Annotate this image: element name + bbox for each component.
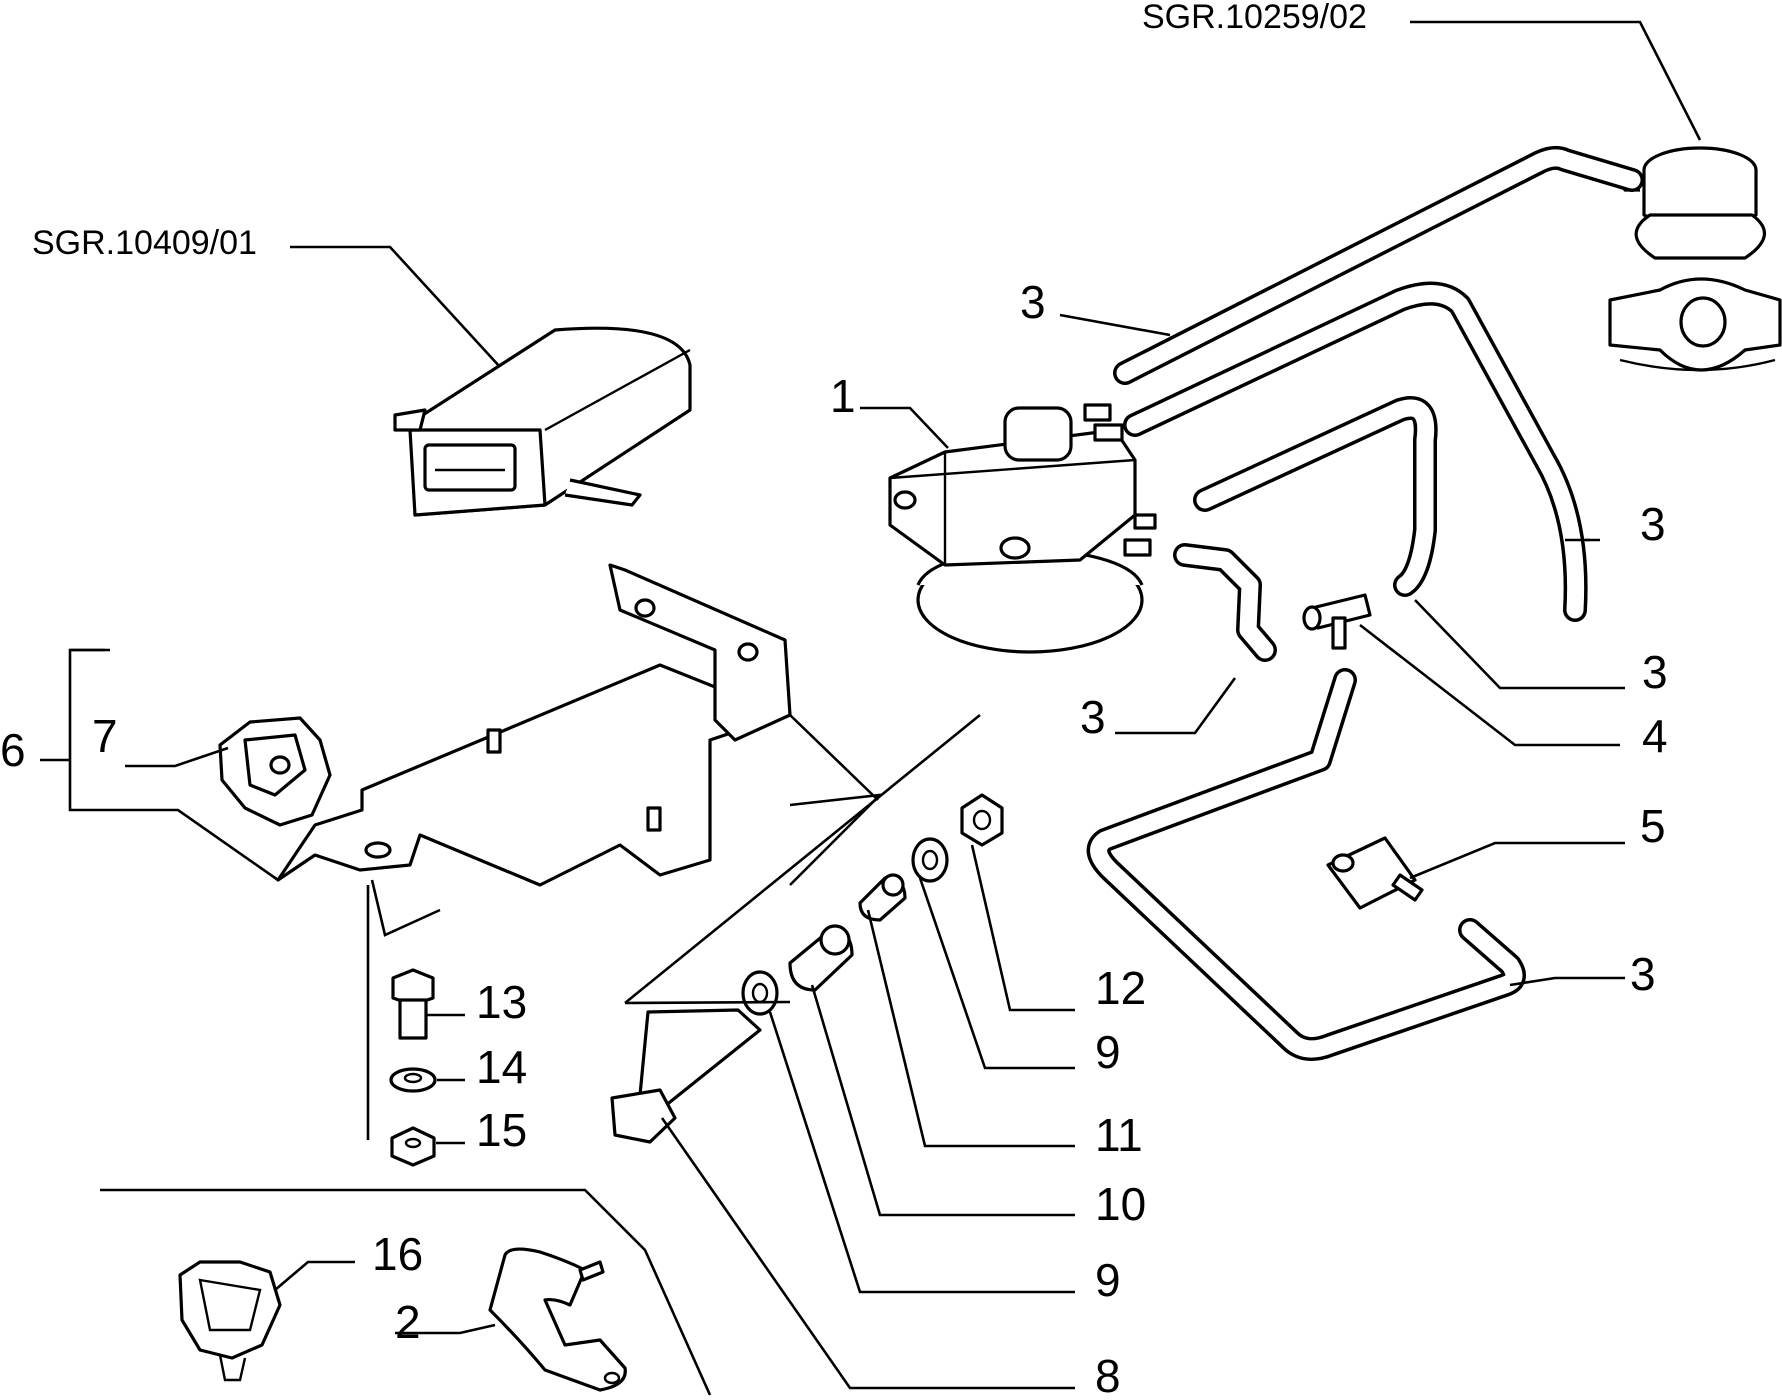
reference-label-egr: SGR.10259/02 bbox=[1142, 0, 1367, 36]
part-label-4: 4 bbox=[1642, 710, 1668, 762]
part-label-3-right: 3 bbox=[1640, 498, 1666, 550]
bracket-drawing bbox=[276, 563, 792, 887]
part-label-5: 5 bbox=[1640, 800, 1666, 852]
washer-drawing bbox=[741, 837, 949, 1016]
part-label-3-bottom: 3 bbox=[1630, 948, 1656, 1000]
vacuum-hoses-drawing bbox=[1086, 145, 1644, 1061]
bush-drawing bbox=[788, 873, 907, 992]
modulator-valve-drawing bbox=[888, 403, 1157, 654]
nut-drawing bbox=[960, 793, 1004, 847]
control-unit-drawing bbox=[393, 326, 692, 517]
part-label-1: 1 bbox=[830, 370, 856, 422]
small-fasteners-drawing bbox=[389, 968, 437, 1167]
part-label-8: 8 bbox=[1095, 1350, 1121, 1400]
part-label-9-upper: 9 bbox=[1095, 1026, 1121, 1078]
part-label-2: 2 bbox=[395, 1296, 421, 1348]
part-label-15: 15 bbox=[476, 1104, 527, 1156]
part-label-3-left: 3 bbox=[1080, 691, 1106, 743]
long-bolt-drawing bbox=[610, 1008, 762, 1144]
part-label-3-top: 3 bbox=[1020, 276, 1046, 328]
part-label-3-mid: 3 bbox=[1642, 646, 1668, 698]
part-label-9-lower: 9 bbox=[1095, 1254, 1121, 1306]
part-number-labels: SGR.10259/02 SGR.10409/01 1 2 3 3 3 3 3 … bbox=[0, 0, 1668, 1400]
part-label-11: 11 bbox=[1095, 1109, 1143, 1161]
egr-valve-drawing bbox=[1608, 146, 1782, 372]
leader-lines bbox=[40, 20, 1702, 1396]
tee-connector-drawing bbox=[1302, 593, 1372, 650]
part-label-13: 13 bbox=[476, 976, 527, 1028]
part-label-14: 14 bbox=[476, 1041, 527, 1093]
part-label-7: 7 bbox=[92, 710, 118, 762]
part-label-16: 16 bbox=[372, 1228, 423, 1280]
hose-clamp-drawing bbox=[488, 1247, 627, 1392]
rubber-mount-drawing bbox=[218, 716, 332, 827]
part-label-12: 12 bbox=[1095, 962, 1146, 1014]
reference-label-control-unit: SGR.10409/01 bbox=[32, 224, 257, 262]
part-label-10: 10 bbox=[1095, 1178, 1146, 1230]
part-label-6: 6 bbox=[0, 724, 26, 776]
clip-drawing bbox=[178, 1260, 282, 1382]
filter-drawing bbox=[1326, 836, 1424, 910]
